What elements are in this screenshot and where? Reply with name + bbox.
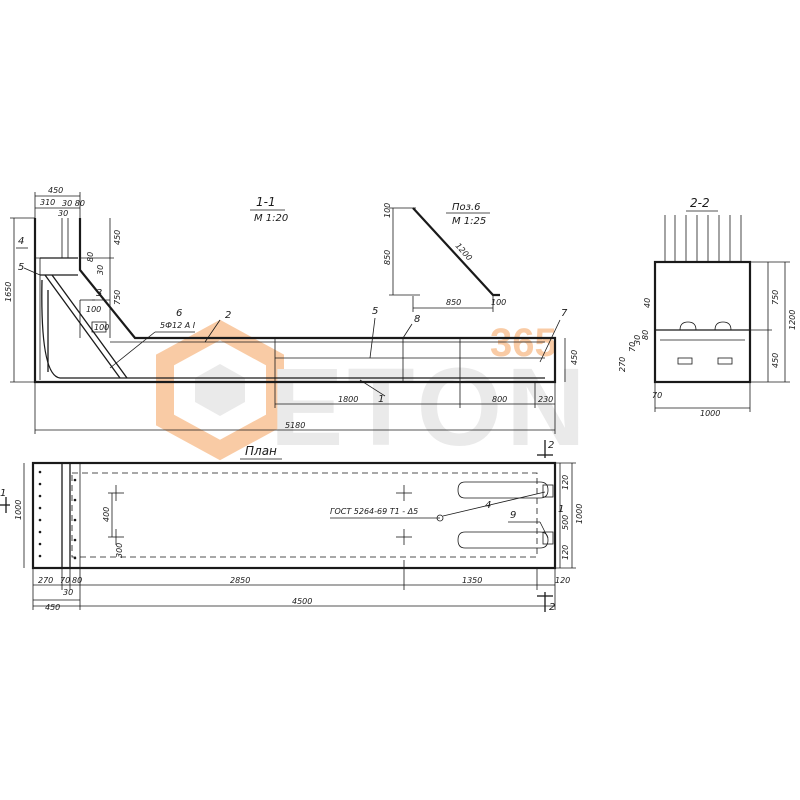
pos6-dim-100-bot: 100 <box>491 298 506 307</box>
plan-dim-120-bot: 120 <box>555 576 570 585</box>
dim-100b: 100 <box>94 323 109 332</box>
dim-30-right: 30 <box>96 265 105 275</box>
plan-callout-1: 1 <box>558 504 564 515</box>
section-2-2: 2-2 750 1200 450 40 270 70 30 80 <box>618 196 797 418</box>
s22-dim-30: 30 <box>633 335 642 345</box>
pos6-dim-1200: 1200 <box>454 241 474 262</box>
plan-dim-450: 450 <box>45 603 60 612</box>
plan-dim-270: 270 <box>38 576 53 585</box>
callout-8: 8 <box>414 314 420 325</box>
watermark-text: ETON <box>270 346 590 469</box>
plan-callout-4: 4 <box>485 500 491 511</box>
plan-dim-1000-right: 1000 <box>575 504 584 524</box>
dim-800: 800 <box>492 395 507 404</box>
plan-dim-70: 70 <box>60 576 70 585</box>
pos6-dim-850-v: 850 <box>383 250 392 265</box>
dim-3080: 30 80 <box>62 199 85 208</box>
dim-230: 230 <box>538 395 553 404</box>
dim-100a: 100 <box>86 305 101 314</box>
dim-30: 30 <box>58 209 68 218</box>
callout-3: 3 <box>96 288 102 299</box>
section-2-2-title: 2-2 <box>690 196 710 210</box>
dim-450-top: 450 <box>48 186 63 195</box>
s22-dim-1200: 1200 <box>788 310 797 330</box>
plan-cut-2a: 2 <box>548 440 554 451</box>
plan-dim-300: 300 <box>115 543 124 558</box>
dim-1650: 1650 <box>4 282 13 302</box>
callout-6-spec: 5Ф12 А I <box>160 321 196 330</box>
plan-dim-2850: 2850 <box>230 576 250 585</box>
plan-callout-9: 9 <box>510 510 516 521</box>
callout-4: 4 <box>18 236 24 247</box>
s22-dim-750: 750 <box>771 290 780 305</box>
dim-80: 80 <box>86 252 95 262</box>
pos6-scale: М 1:25 <box>452 216 486 227</box>
plan-dim-400: 400 <box>102 507 111 522</box>
plan-dim-120a: 120 <box>561 475 570 490</box>
plan-dim-80: 80 <box>72 576 82 585</box>
plan-dim-500: 500 <box>561 515 570 530</box>
plan-dim-30: 30 <box>63 588 73 597</box>
plan-dim-1350: 1350 <box>462 576 482 585</box>
plan-dim-4500: 4500 <box>292 597 312 606</box>
dim-5180: 5180 <box>285 421 305 430</box>
s22-dim-70b: 70 <box>652 391 662 400</box>
callout-6: 6 <box>176 308 182 319</box>
s22-dim-80: 80 <box>641 330 650 340</box>
plan-view: План ГОСТ 5264-69 Т1 - Δ5 4 <box>0 440 584 613</box>
s22-dim-70: 70 <box>628 342 637 352</box>
s22-dim-450: 450 <box>771 353 780 368</box>
plan-cut-2b: 2 <box>549 602 555 613</box>
plan-title: План <box>245 444 277 458</box>
s22-dim-1000: 1000 <box>700 409 720 418</box>
pos6-dim-100-top: 100 <box>383 203 392 218</box>
dim-1800: 1800 <box>338 395 358 404</box>
pos6-dim-850-h: 850 <box>446 298 461 307</box>
section-1-1: 1-1 М 1:20 450 310 30 30 80 <box>4 186 579 434</box>
pos6-detail: Поз.6 М 1:25 100 850 1200 850 100 <box>383 202 506 312</box>
s22-dim-40: 40 <box>643 298 652 308</box>
dim-450-end: 450 <box>570 350 579 365</box>
callout-1: 1 <box>378 394 384 405</box>
callout-7: 7 <box>561 308 568 319</box>
dim-750: 750 <box>113 290 122 305</box>
s22-dim-270: 270 <box>618 357 627 372</box>
plan-dim-120b: 120 <box>561 545 570 560</box>
callout-2: 2 <box>225 310 231 321</box>
plan-dots <box>38 470 77 560</box>
callout-5b: 5 <box>372 306 378 317</box>
section-1-1-scale: М 1:20 <box>254 213 288 224</box>
dim-310: 310 <box>40 198 55 207</box>
plan-gost-note: ГОСТ 5264-69 Т1 - Δ5 <box>330 507 418 516</box>
section-1-1-title: 1-1 <box>256 195 276 209</box>
pos6-title: Поз.6 <box>452 202 481 213</box>
plan-dim-1000-left: 1000 <box>14 500 23 520</box>
watermark-logo: ETON 365 <box>156 319 590 469</box>
dim-450-right: 450 <box>113 230 122 245</box>
plan-cut-1: 1 <box>0 488 6 499</box>
callout-5: 5 <box>18 262 24 273</box>
